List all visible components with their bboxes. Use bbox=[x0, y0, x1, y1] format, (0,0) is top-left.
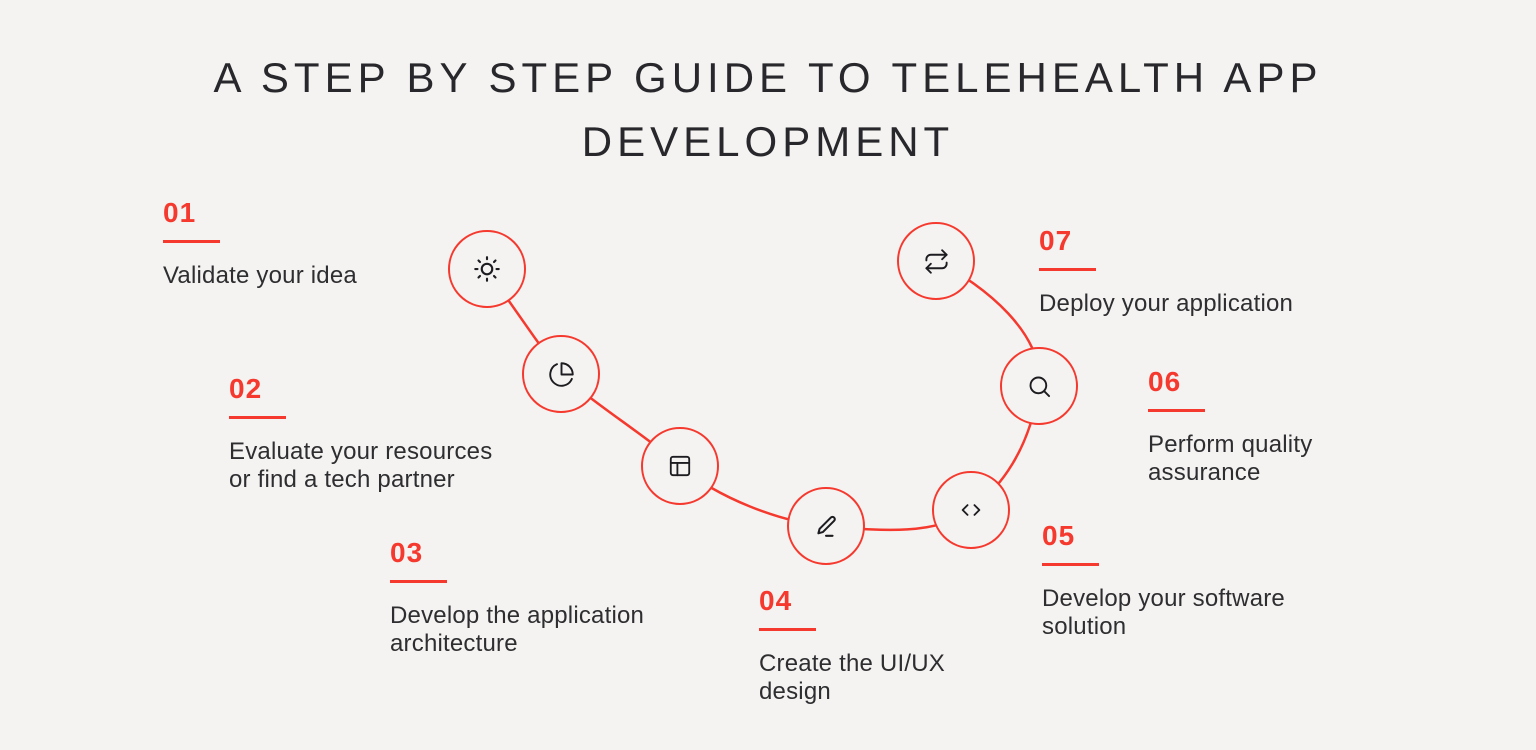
step-2-underline bbox=[229, 416, 286, 419]
page-title-line-2: DEVELOPMENT bbox=[581, 118, 955, 165]
step-6-number: 06 bbox=[1148, 366, 1182, 397]
step-7-number: 07 bbox=[1039, 225, 1073, 256]
step-4-underline bbox=[759, 628, 816, 631]
code-icon bbox=[961, 504, 981, 516]
step-2-node bbox=[522, 335, 600, 413]
step-5-underline bbox=[1042, 563, 1099, 566]
step-3-block: 03 Develop the application architecture bbox=[390, 539, 644, 658]
step-6-block: 06 Perform quality assurance bbox=[1148, 368, 1312, 487]
step-7-label: Deploy your application bbox=[1039, 290, 1294, 317]
step-3-underline bbox=[390, 580, 447, 583]
step-1-number: 01 bbox=[163, 197, 197, 228]
step-1-underline bbox=[163, 240, 220, 243]
step-5-block: 05 Develop your software solution bbox=[1042, 522, 1285, 641]
step-6-label: Perform quality assurance bbox=[1148, 431, 1313, 486]
step-5-number: 05 bbox=[1042, 520, 1076, 551]
page-title-line-1: A STEP BY STEP GUIDE TO TELEHEALTH APP bbox=[213, 54, 1323, 101]
step-6-node bbox=[1000, 347, 1078, 425]
step-1-label: Validate your idea bbox=[163, 262, 357, 289]
step-5-label: Develop your software solution bbox=[1042, 585, 1285, 640]
step-1-block: 01 Validate your idea bbox=[163, 199, 357, 290]
step-1-node bbox=[448, 230, 526, 308]
step-5-node bbox=[932, 471, 1010, 549]
step-3-number: 03 bbox=[390, 537, 424, 568]
pen-icon bbox=[816, 515, 836, 537]
step-2-label: Evaluate your resources or find a tech p… bbox=[229, 438, 493, 493]
step-4-block: 04 Create the UI/UX design bbox=[759, 587, 945, 706]
repeat-icon bbox=[924, 248, 948, 274]
step-4-label: Create the UI/UX design bbox=[759, 650, 945, 705]
step-7-block: 07 Deploy your application bbox=[1039, 227, 1293, 318]
layout-icon bbox=[669, 455, 691, 477]
page-title: A STEP BY STEP GUIDE TO TELEHEALTH APP D… bbox=[0, 46, 1536, 174]
pie-chart-icon bbox=[548, 361, 574, 387]
step-2-block: 02 Evaluate your resources or find a tec… bbox=[229, 375, 492, 494]
step-2-number: 02 bbox=[229, 373, 263, 404]
step-4-number: 04 bbox=[759, 585, 793, 616]
step-4-node bbox=[787, 487, 865, 565]
step-3-node bbox=[641, 427, 719, 505]
step-6-underline bbox=[1148, 409, 1205, 412]
sun-icon bbox=[474, 256, 500, 282]
step-7-node bbox=[897, 222, 975, 300]
step-3-label: Develop the application architecture bbox=[390, 602, 645, 657]
step-7-underline bbox=[1039, 268, 1096, 271]
search-icon bbox=[1029, 376, 1050, 397]
